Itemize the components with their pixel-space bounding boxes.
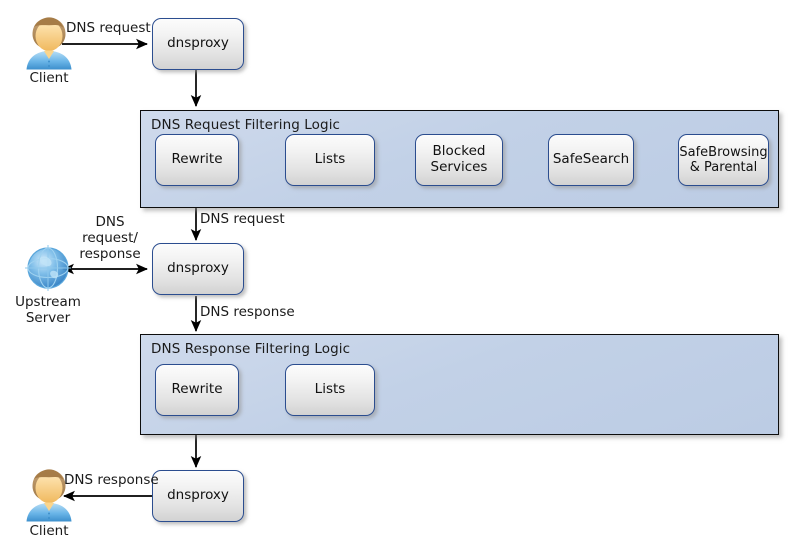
edge-label-dnsproxy-to-response-filter: DNS response xyxy=(200,304,295,320)
actor-label-client-top: Client xyxy=(29,70,69,86)
edge-label-client-to-dnsproxy: DNS request xyxy=(66,20,151,36)
stage-lists-response[interactable]: Lists xyxy=(285,364,375,416)
user-icon xyxy=(26,17,72,70)
node-dnsproxy-bottom[interactable]: dnsproxy xyxy=(152,470,244,522)
globe-icon xyxy=(25,245,71,291)
node-dnsproxy-top[interactable]: dnsproxy xyxy=(152,18,244,70)
node-dnsproxy-mid[interactable]: dnsproxy xyxy=(152,243,244,295)
group-title-response-filtering: DNS Response Filtering Logic xyxy=(151,341,351,357)
stage-blocked-services[interactable]: Blocked Services xyxy=(415,134,503,186)
user-icon xyxy=(26,469,72,522)
stage-rewrite-request[interactable]: Rewrite xyxy=(155,134,239,186)
actor-label-upstream: Upstream Server xyxy=(15,294,81,327)
edge-label-dnsproxy-to-request-filter: DNS request xyxy=(200,211,285,227)
stage-rewrite-response[interactable]: Rewrite xyxy=(155,364,239,416)
group-title-request-filtering: DNS Request Filtering Logic xyxy=(151,117,341,133)
stage-safesearch[interactable]: SafeSearch xyxy=(548,134,634,186)
edge-label-dnsproxy-to-client: DNS response xyxy=(64,472,159,488)
stage-lists-request[interactable]: Lists xyxy=(285,134,375,186)
actor-label-client-bottom: Client xyxy=(29,523,69,539)
stage-safebrowsing-parental[interactable]: SafeBrowsing & Parental xyxy=(678,134,769,186)
edge-label-upstream-exchange: DNS request/ response xyxy=(79,214,141,262)
group-response-filtering: DNS Response Filtering Logic xyxy=(140,334,779,435)
